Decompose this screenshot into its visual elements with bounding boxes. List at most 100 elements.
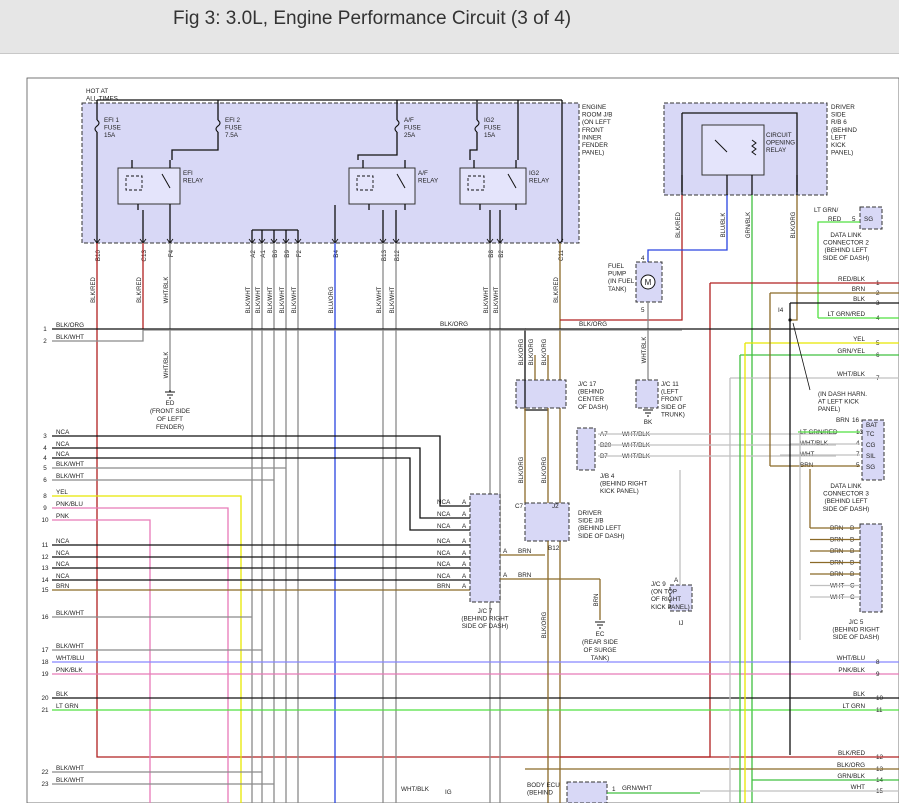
wire-left-3-nca xyxy=(52,435,470,507)
jc7-pin: A xyxy=(462,523,467,530)
fuse-label-efi2: FUSE xyxy=(225,125,242,132)
jc7-wire-label: BRN xyxy=(437,583,451,590)
ground-ed-id: ED xyxy=(166,400,175,407)
vertical-wire-label: BLK/RED xyxy=(554,277,560,303)
vertical-wire-label: BLK/WHT xyxy=(256,286,262,313)
relay-switch-icon xyxy=(714,139,728,153)
vertical-wire-label: WHT/BLK xyxy=(164,277,170,304)
left-wire-num-19: 19 xyxy=(41,671,49,678)
engine-room-jb-label: INNER xyxy=(582,134,602,141)
in-dash-harn-label: PANEL) xyxy=(818,406,840,413)
jb-terminal-b2: B2 xyxy=(498,250,505,258)
jc7-pin: A xyxy=(462,511,467,518)
wire-left-1-blkorg xyxy=(52,328,526,380)
vertical-wire-label: BLK/WHT xyxy=(377,286,383,313)
right-wire-label: GRN/YEL xyxy=(837,348,865,355)
right-wire-label: BLK xyxy=(853,691,866,698)
dlc3-label: (BEHIND LEFT xyxy=(824,498,867,505)
fuse-label-af: 25A xyxy=(404,132,416,139)
dlc2-wire-label: LT GRN/ xyxy=(814,207,839,214)
fuse-icon xyxy=(394,119,400,133)
left-wire-num-15: 15 xyxy=(41,587,49,594)
jc17-label: (BEHIND xyxy=(578,389,604,396)
vertical-wire-label: BLK/RED xyxy=(91,277,97,303)
right-wire-label: WHT xyxy=(851,784,865,791)
dlc2-pin: 5 xyxy=(852,216,856,223)
vertical-wire-label: BLK/RED xyxy=(676,212,682,238)
jc17-label: J/C 17 xyxy=(578,381,597,388)
vertical-wire-label: BLK/RED xyxy=(137,277,143,303)
jc9-label: KICK PANEL) xyxy=(651,604,690,611)
vertical-wire-label: BLK/WHT xyxy=(246,286,252,313)
relay-label: RELAY xyxy=(529,178,550,185)
left-wire-num-1: 1 xyxy=(43,326,47,333)
jc9-box xyxy=(669,584,693,612)
body-ecu-left-wire: WHT/BLK xyxy=(401,786,430,793)
left-wire-num-22: 22 xyxy=(41,769,49,776)
dlc2-wire-label: RED xyxy=(828,216,842,223)
dsjb-pin-j2: J2 xyxy=(552,503,559,510)
in-dash-harn-label: (IN DASH HARN. xyxy=(818,391,867,398)
wire-rb6-blkred xyxy=(560,195,683,321)
jc11-label: J/C 11 xyxy=(661,381,679,388)
left-wire-num-20: 20 xyxy=(41,695,49,702)
wire-mid-label: BLK/ORG xyxy=(579,321,607,328)
ground-ed-label: OF LEFT xyxy=(157,416,183,423)
jc9-label: OF RIGHT xyxy=(651,596,681,603)
jc5-label: SIDE OF DASH) xyxy=(833,634,880,641)
fuse-label-ig2: IG2 xyxy=(484,117,495,124)
jb-terminal-b10: B10 xyxy=(95,250,102,262)
body-ecu-gnd: IG xyxy=(445,789,452,796)
hot-at-all-times-label: HOT AT xyxy=(86,88,108,95)
vertical-wire-label: BRN xyxy=(594,594,600,607)
right-wire-label: BLK xyxy=(853,296,866,303)
jc7-out-pin: A xyxy=(503,548,508,555)
dlc3-term-sil: SIL xyxy=(866,453,876,460)
relay-coil-icon xyxy=(751,139,757,156)
right-wire-label: LT GRN xyxy=(842,703,865,710)
jb-terminal-a1: A1 xyxy=(260,250,267,258)
left-wire-label: PNK/BLU xyxy=(56,501,83,508)
left-wire-num-11: 11 xyxy=(42,542,49,549)
jb-terminal-b4: B4 xyxy=(333,250,340,258)
jc5-label: (BEHIND RIGHT xyxy=(832,627,879,634)
jc11-label: SIDE OF xyxy=(661,404,686,411)
dlc3-wire-label: BRN xyxy=(836,417,850,424)
wire-left-2-blkwht xyxy=(52,329,682,342)
jc9-label: (ON TOP xyxy=(651,589,677,596)
jc11-label: (LEFT xyxy=(661,389,679,396)
ground-ec-label: OF SURGE xyxy=(584,647,617,654)
jc7-wire-label: NCA xyxy=(437,573,451,580)
fuse-label-efi2: 7.5A xyxy=(225,132,239,139)
jc17-label: CENTER xyxy=(578,396,604,403)
data-link-connector-3 xyxy=(861,419,885,481)
relay-label: RELAY xyxy=(183,178,204,185)
body-ecu-label: BODY ECU xyxy=(527,782,560,789)
left-wire-label: BLK/WHT xyxy=(56,473,84,480)
right-wire-label: BRN xyxy=(852,286,866,293)
left-wire-label: PNK/BLK xyxy=(56,667,83,674)
jc7-wire-label: NCA xyxy=(437,523,451,530)
jb4-box xyxy=(576,427,596,471)
jc7-label: J/C 7 xyxy=(478,608,493,615)
left-wire-num-6: 6 xyxy=(43,477,47,484)
dsjb-pin-c7: C7 xyxy=(515,503,524,510)
right-wire-label: WHT/BLK xyxy=(837,371,866,378)
driver-side-jb-box xyxy=(524,502,570,542)
diagram-border xyxy=(26,77,899,803)
jb-terminal-b8: B8 xyxy=(488,250,495,258)
left-wire-label: BLK/WHT xyxy=(56,765,84,772)
leader-line xyxy=(792,322,811,391)
left-wire-num-21: 21 xyxy=(41,707,49,714)
fuse-label-efi2: EFI 2 xyxy=(225,117,241,124)
figure-title-bar: Fig 3: 3.0L, Engine Performance Circuit … xyxy=(0,0,899,54)
left-wire-num-10: 10 xyxy=(41,517,49,524)
jc7-label: SIDE OF DASH) xyxy=(462,623,509,630)
jc11-ground: BK xyxy=(644,419,653,426)
fuse-label-ig2: FUSE xyxy=(484,125,501,132)
data-link-connector-2 xyxy=(859,206,883,230)
rb6-internal xyxy=(682,112,798,192)
engine-room-jb-label: ROOM J/B xyxy=(582,112,612,119)
fuse-label-efi1: EFI 1 xyxy=(104,117,120,124)
right-wire-label: BLK/ORG xyxy=(837,762,865,769)
